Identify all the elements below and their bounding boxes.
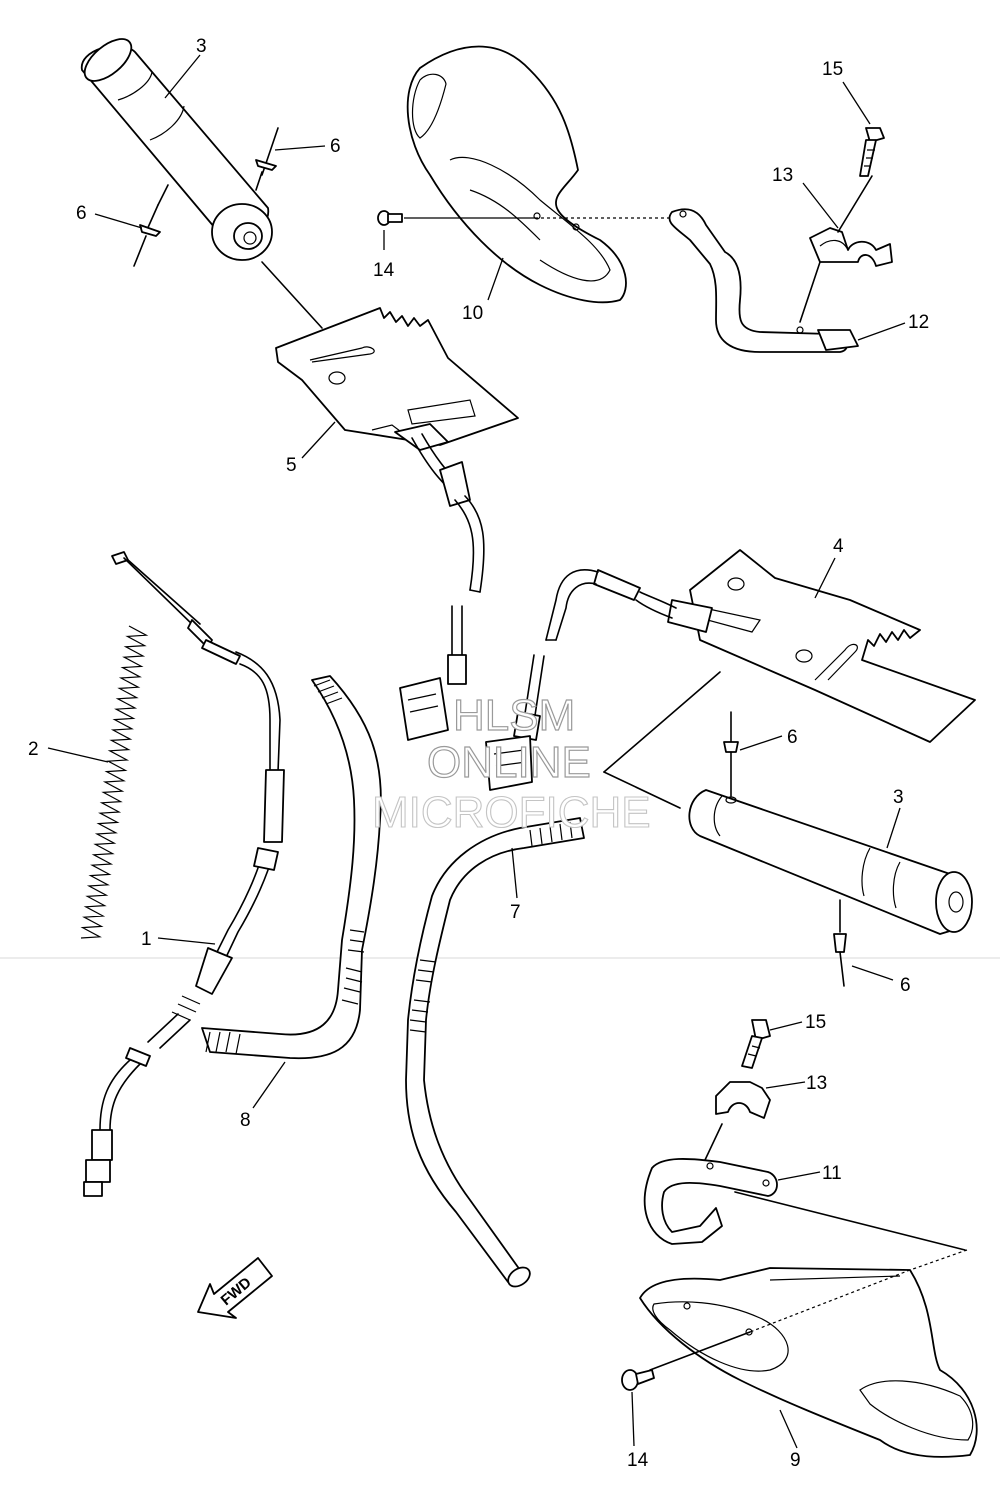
callout-8: 8	[240, 1110, 251, 1131]
bracket-left	[668, 208, 859, 353]
callout-1: 1	[141, 929, 152, 950]
callout-7: 7	[510, 902, 521, 923]
screw-top	[377, 210, 403, 226]
clamp-bottom	[715, 1081, 771, 1119]
spring	[80, 625, 149, 939]
bracket-guard-link	[734, 1191, 966, 1251]
screw-bottom	[621, 1369, 655, 1391]
callout-3-right: 3	[893, 787, 904, 808]
leader-6-mid-lower	[851, 965, 894, 981]
throttle-cable	[83, 551, 285, 1197]
leader-15-top	[842, 81, 871, 125]
leader-3-top	[164, 54, 201, 99]
callout-12: 12	[908, 312, 929, 333]
grip-right	[688, 789, 973, 935]
callout-9: 9	[790, 1450, 801, 1471]
hose-8	[201, 675, 382, 1060]
leader-1	[157, 937, 216, 945]
connector-top	[399, 605, 467, 741]
callout-6-top-left: 6	[76, 203, 87, 224]
leader-6-top-right	[274, 145, 326, 151]
clamp-bracket-axis	[799, 261, 821, 323]
leader-6-top-left	[94, 213, 143, 229]
callout-3-top: 3	[196, 36, 207, 57]
leader-2	[47, 747, 109, 763]
heater-link-a	[603, 671, 721, 773]
leader-9	[779, 1409, 798, 1449]
handguard-right	[639, 1267, 978, 1458]
guard-screw-link	[649, 1331, 751, 1371]
callout-6-mid-upper: 6	[787, 727, 798, 748]
hose-7	[405, 817, 585, 1288]
callout-2: 2	[28, 739, 39, 760]
watermark: HLSM ONLINE MICROFICHE	[371, 690, 651, 837]
leader-13-bottom	[765, 1081, 806, 1089]
callout-6-top-right: 6	[330, 136, 341, 157]
bolt-bottom	[741, 1019, 771, 1069]
guard-link-dashed-b	[749, 1269, 911, 1333]
leader-14-bottom	[631, 1391, 635, 1447]
leader-15-bottom	[769, 1021, 803, 1031]
callout-6-mid-lower: 6	[900, 975, 911, 996]
bracket-right	[643, 1158, 778, 1245]
bolt-top	[859, 127, 885, 177]
watermark-line3: MICROFICHE	[372, 788, 651, 837]
leader-13-top	[802, 182, 839, 229]
guard-link-dashed-a	[909, 1249, 968, 1271]
clamp-bolt-axis	[837, 175, 873, 233]
leader-3-right	[886, 807, 901, 849]
leader-6-mid-upper	[739, 735, 783, 751]
heater-link-b	[603, 771, 681, 809]
leader-10	[487, 257, 504, 301]
leader-12	[857, 322, 906, 341]
grip-heater-right	[688, 549, 976, 743]
callout-5: 5	[286, 455, 297, 476]
forward-arrow: FWD	[197, 1257, 273, 1319]
heater-wire-top	[394, 423, 485, 593]
grip-left	[81, 38, 273, 261]
callout-13-bottom: 13	[806, 1073, 827, 1094]
handguard-left	[406, 45, 627, 304]
rivet-top-left	[133, 184, 169, 267]
leader-7	[511, 847, 518, 899]
rivet-mid-upper	[723, 711, 739, 804]
watermark-line1: HLSM	[453, 691, 575, 740]
clamp-bottom-axis	[704, 1123, 723, 1161]
leader-8	[252, 1061, 286, 1109]
callout-13-top: 13	[772, 165, 793, 186]
connector-right	[485, 654, 545, 791]
rivet-top-right	[255, 127, 279, 191]
callout-10: 10	[462, 303, 483, 324]
callout-4: 4	[833, 536, 844, 557]
clamp-top	[809, 227, 893, 267]
callout-15-top: 15	[822, 59, 843, 80]
callout-11: 11	[822, 1163, 842, 1184]
heater-wire-right	[545, 569, 713, 641]
leader-4	[814, 557, 836, 599]
grip-heater-link	[261, 261, 323, 329]
leader-5	[301, 421, 336, 459]
watermark-line2: ONLINE	[427, 738, 591, 787]
grip-heater-top	[275, 307, 519, 446]
leader-11	[777, 1171, 821, 1181]
callout-14-top: 14	[373, 260, 395, 281]
callout-15-bottom: 15	[805, 1012, 826, 1033]
rivet-mid-lower	[833, 899, 847, 987]
callout-14-bottom: 14	[627, 1450, 649, 1471]
